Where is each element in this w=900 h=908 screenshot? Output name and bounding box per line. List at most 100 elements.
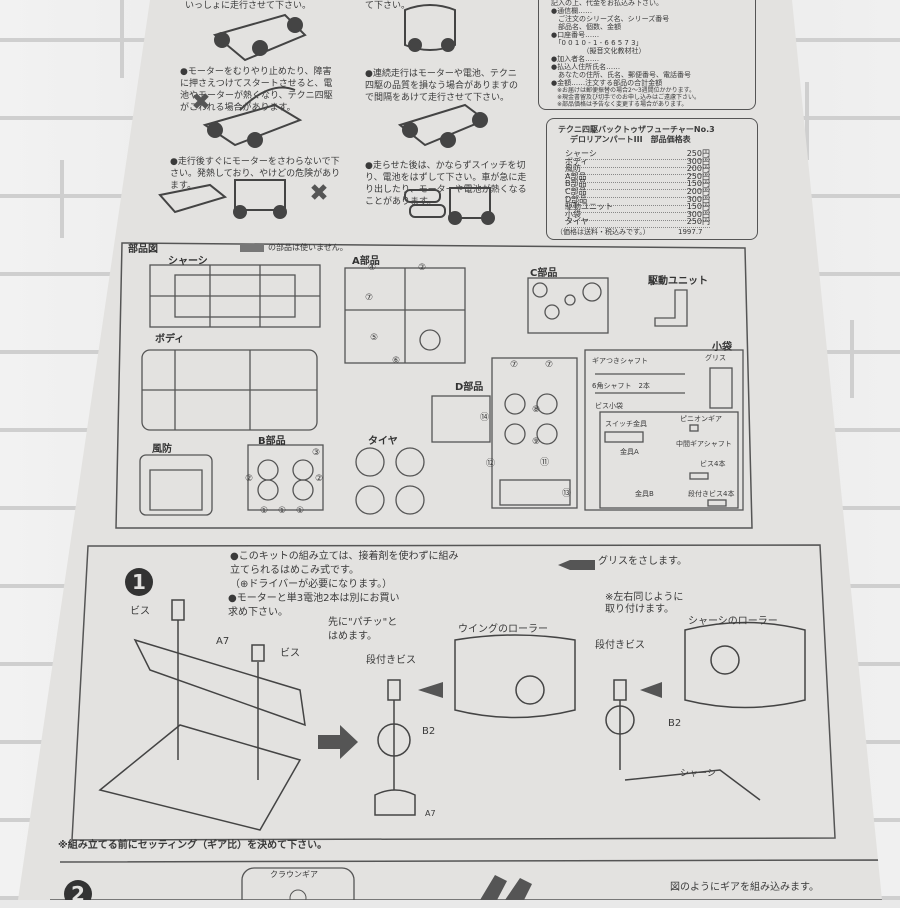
order-line: 「0 0 1 0 - 1 - 6 6 5 7 3」 xyxy=(551,39,643,47)
warning-text: ●走らせた後は、かならずスイッチを切り、電池をはずして下さい。車が急に走り出した… xyxy=(365,161,527,207)
unused-parts-legend: の部品は使いません。 xyxy=(268,243,348,252)
order-note: ※部品価格は予告なく変更する場合があります。 xyxy=(557,101,688,108)
parts-diagram-title: 部品図 xyxy=(128,244,158,255)
part-number: ⑪ xyxy=(540,458,550,468)
order-line: （擬音文化教材社） xyxy=(551,47,646,55)
chassis-roller-detail xyxy=(684,621,806,709)
label-chassis: シャーシ xyxy=(680,769,716,779)
order-note: ※現金書留及び切手でのお申し込みはご遠慮下さい。 xyxy=(557,94,701,101)
price-table-title: テクニ四駆バックトゥザフューチャーNo.3 xyxy=(558,125,715,134)
warning-text: いっしょに走行させて下さい。 xyxy=(185,1,312,11)
label-gear-shaft: ギアつきシャフト xyxy=(592,357,648,365)
price-item-name: ボディ xyxy=(565,156,589,166)
price-item-name: B部品 xyxy=(565,179,587,189)
order-line: 部品名、個数、金額 xyxy=(551,23,621,31)
price-table-subtitle: デロリアンパートIII 部品価格表 xyxy=(570,135,691,144)
crown-gear-callout xyxy=(241,867,355,900)
label-step-screw: 段付きビス xyxy=(595,640,645,651)
label-screw: ビス xyxy=(130,606,150,617)
part-number: ④ xyxy=(368,263,377,273)
gear-setting-note: ※組み立てる前にセッティング（ギア比）を決めて下さい。 xyxy=(58,840,328,851)
label-switch: スイッチ金具 xyxy=(605,420,647,428)
grease-instruction: グリスをさします。 xyxy=(598,556,687,567)
label-windshield: 風防 xyxy=(152,444,172,455)
screw-icon xyxy=(251,644,265,662)
price-item-value: 150円 xyxy=(686,179,710,189)
cross-mark-icon xyxy=(193,93,327,200)
brick-joint xyxy=(120,0,124,78)
order-line: ●口座番号…… xyxy=(551,31,600,39)
order-line: ●加入者名…… xyxy=(551,55,600,63)
label-step-screw: 段付きビス xyxy=(366,655,416,666)
body-drawing xyxy=(141,349,318,431)
order-note: ※お届けは郵便振替の場合2〜3週間位かかります。 xyxy=(557,87,696,94)
c-parts-runner xyxy=(527,277,609,334)
price-row: ボディ 300円 xyxy=(565,156,710,168)
price-row: D部品 300円 xyxy=(565,194,710,206)
part-number: ⑦ xyxy=(365,293,374,303)
drive-unit-drawing xyxy=(654,289,688,327)
label-a-parts: A部品 xyxy=(352,256,380,267)
snap-note: 先に"パチッ"と はめます。 xyxy=(328,617,398,642)
part-number: ③ xyxy=(312,448,321,458)
price-item-name: 小袋 xyxy=(565,209,581,219)
price-item-value: 300円 xyxy=(686,156,710,166)
label-bracket-b: 金具B xyxy=(635,490,654,498)
part-number: ⑦ xyxy=(510,360,519,370)
part-number: ⑦ xyxy=(545,360,554,370)
warning-text: ●連続走行はモーターや電池、テクニ四駆の品質を損なう場合がありますので間隔をあけ… xyxy=(365,69,519,103)
label-body: ボディ xyxy=(155,334,185,345)
order-line: ●金額……注文する部品の合計金額 xyxy=(551,79,663,87)
label-pinion: ピニオンギア xyxy=(680,415,722,423)
price-item-name: A部品 xyxy=(565,171,587,181)
order-line: ご注文のシリーズ名、シリーズ番号 xyxy=(551,15,670,23)
part-number: ⑧ xyxy=(532,405,541,415)
label-crown-gear: クラウンギア xyxy=(270,870,318,879)
a-parts-runner xyxy=(344,267,466,364)
step1-instruction: ●このキットの組み立ては、接着剤を使わずに組み立てられるはめこみ式です。 （⊕ド… xyxy=(230,551,459,590)
price-item-name: 駆動ユニット xyxy=(565,202,613,212)
label-a7: A7 xyxy=(425,809,436,818)
price-item-value: 200円 xyxy=(686,164,710,174)
chassis-drawing xyxy=(98,724,302,831)
part-number: ① xyxy=(260,506,269,516)
order-info-box: 記入の上、代金をお払込み下さい。 ●通信欄…… ご注文のシリーズ名、シリーズ番号… xyxy=(538,0,756,110)
unused-part-swatch xyxy=(240,244,264,252)
crown-gear-icon xyxy=(289,889,307,900)
label-screw4: ビス4本 xyxy=(700,460,726,468)
step1-instruction: ●モーターと単3電池2本は別にお買い求め下さい。 xyxy=(228,593,400,618)
order-line: ●払込人住所氏名…… xyxy=(551,63,621,71)
part-number: ⑥ xyxy=(392,356,401,366)
part-number: ② xyxy=(245,474,254,484)
price-item-value: 300円 xyxy=(686,194,710,204)
chassis-arm-drawing xyxy=(624,769,761,801)
part-number: ② xyxy=(418,263,427,273)
price-item-name: D部品 xyxy=(565,194,588,204)
label-b2: B2 xyxy=(668,718,682,729)
part-number: ⑭ xyxy=(480,413,490,423)
price-item-value: 250円 xyxy=(686,171,710,181)
d-parts-runner xyxy=(431,357,578,509)
left-right-note: ※左右同じように 取り付けます。 xyxy=(605,592,684,615)
label-hex-shaft: 6角シャフト 2本 xyxy=(592,382,650,390)
order-line: ●通信欄…… xyxy=(551,7,593,15)
part-number: ⑨ xyxy=(532,437,541,447)
tires-drawing xyxy=(355,447,425,515)
warning-text: ●走行後すぐにモーターをさわらないで下さい。発熱しており、やけどの危険があります… xyxy=(170,157,341,191)
label-b-parts: B部品 xyxy=(258,436,286,447)
brick-joint xyxy=(60,160,64,238)
price-item-value: 250円 xyxy=(686,149,710,158)
label-grease: グリス xyxy=(705,354,726,362)
windshield-drawing xyxy=(139,454,213,516)
bag-items xyxy=(595,367,733,507)
label-d-parts: D部品 xyxy=(455,382,484,393)
part-number: ⑤ xyxy=(370,333,379,343)
